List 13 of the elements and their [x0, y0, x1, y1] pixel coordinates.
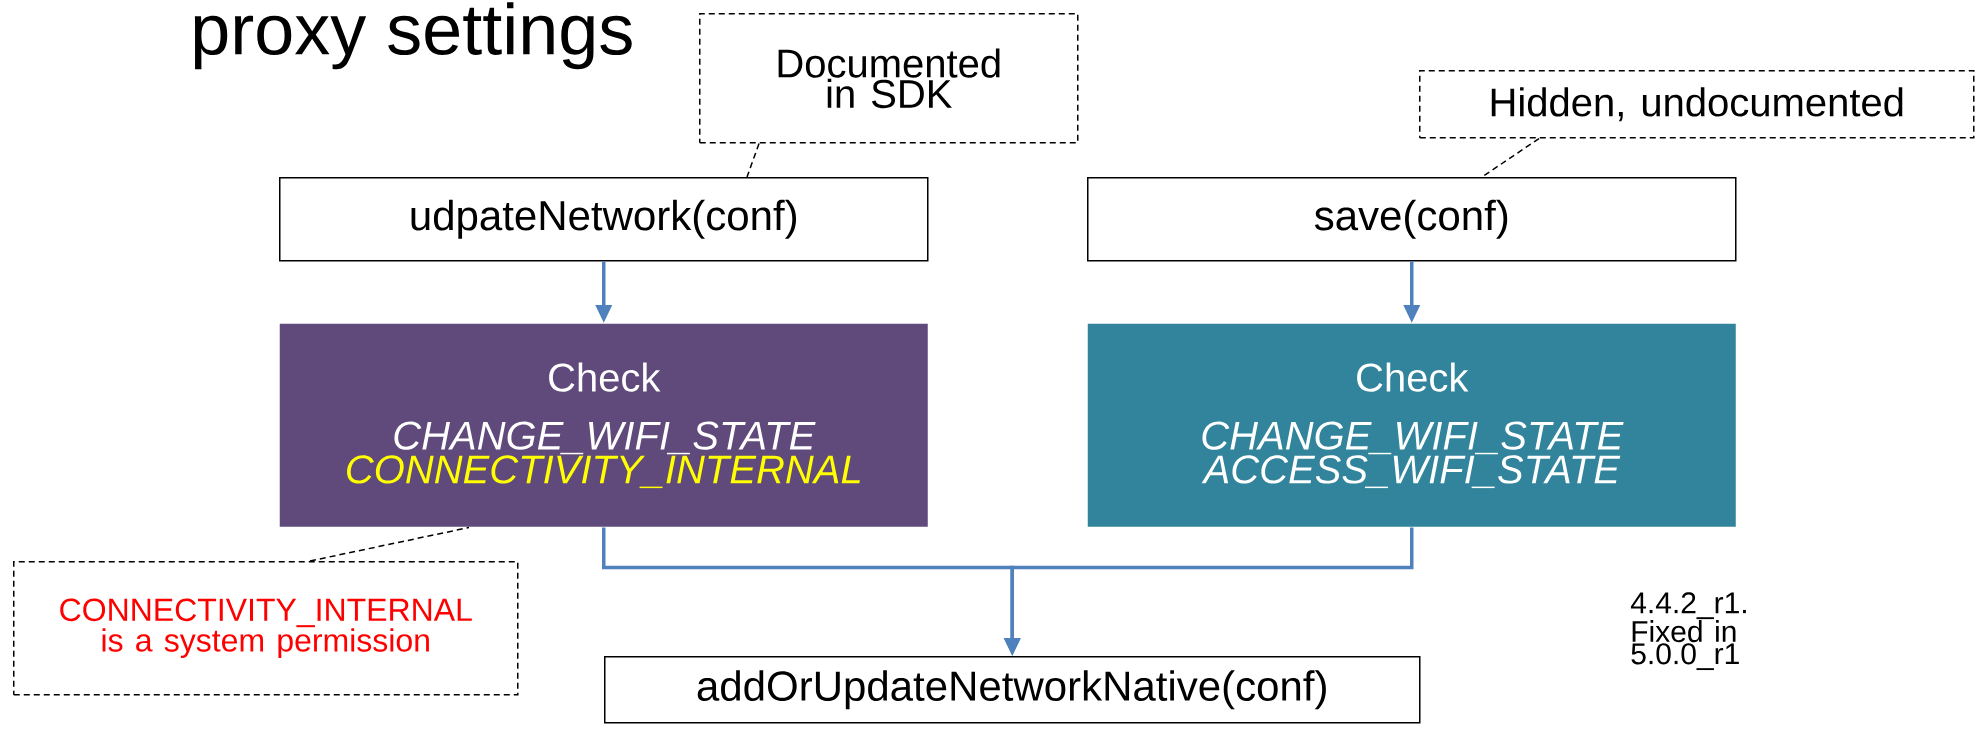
permission-check-box: Check CHANGE_WIFI_STATE ACCESS_WIFI_STATE [1087, 323, 1736, 527]
version-note: 4.4.2_r1. Fixed in 5.0.0_r1 [1630, 592, 1746, 671]
callout-box: Hidden, undocumented [1419, 70, 1975, 139]
function-box: addOrUpdateNetworkNative(conf) [604, 656, 1421, 724]
slide-title: proxy settings [194, 2, 632, 70]
function-box: save(conf) [1087, 177, 1737, 262]
leader-line [309, 526, 470, 562]
callout-box: Documented in SDK [699, 13, 1079, 144]
callout-box: CONNECTIVITY_INTERNAL is a system permission [13, 561, 519, 696]
permission-check-box: Check CHANGE_WIFI_STATE CONNECTIVITY_INTERNAL [279, 323, 928, 527]
leader-line [1481, 137, 1540, 178]
function-box: udpateNetwork(conf) [279, 177, 929, 262]
leader-line [746, 142, 760, 178]
